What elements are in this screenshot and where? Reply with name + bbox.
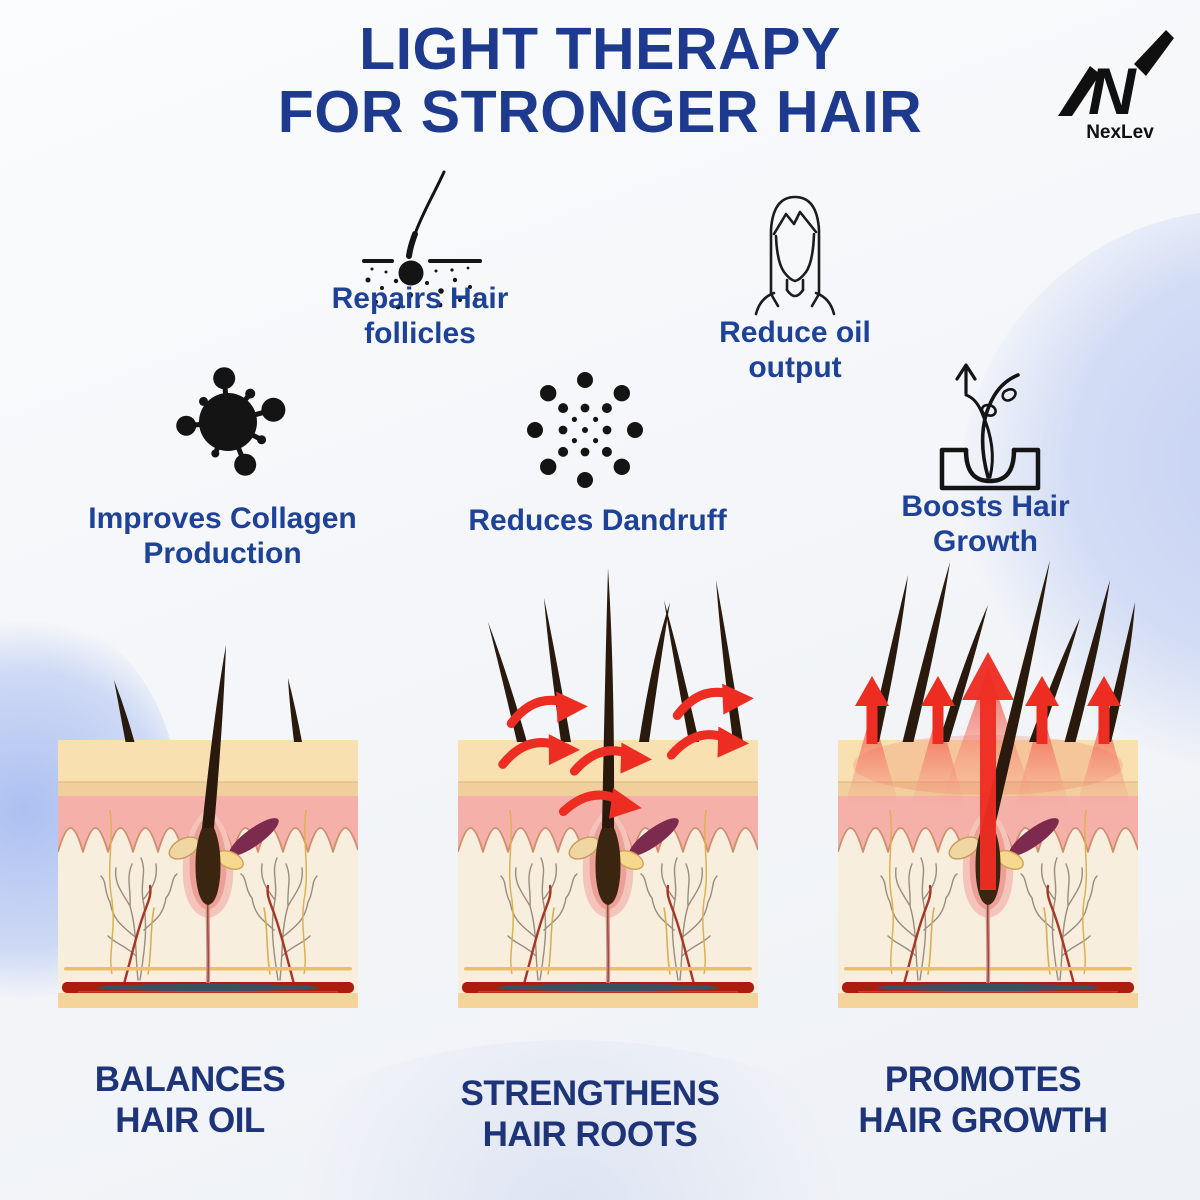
page-title: LIGHT THERAPY FOR STRONGER HAIR: [0, 18, 1200, 143]
hair-growth-box-icon: [928, 360, 1052, 498]
skin-panel-strengthens-roots: [458, 560, 758, 1015]
benefit-collagen-line1: Improves Collagen: [88, 502, 357, 535]
benefit-repairs-line2: follicles: [364, 316, 476, 350]
svg-text:N: N: [1088, 54, 1137, 128]
benefit-collagen-line2: Production: [143, 536, 302, 570]
skin-cross-section-strong-roots: [458, 568, 758, 1008]
stage-balances-line1: BALANCES: [94, 1060, 286, 1099]
benefit-label-dandruff: Reduces Dandruff: [425, 504, 770, 539]
benefit-reduce-oil-line1: Reduce oil: [719, 316, 871, 349]
stage-balances-line2: HAIR OIL: [115, 1100, 265, 1140]
page-title-line2: FOR STRONGER HAIR: [277, 78, 923, 145]
benefit-label-reduce-oil: Reduce oil output: [675, 316, 915, 386]
skin-panel-promotes-growth: [838, 560, 1138, 1015]
stage-label-balances: BALANCES HAIR OIL: [35, 1060, 345, 1141]
benefit-boost-line1: Boosts Hair: [901, 490, 1070, 523]
benefit-reduce-oil-line2: output: [748, 350, 842, 384]
stage-label-strengthens: STRENGTHENS HAIR ROOTS: [430, 1074, 750, 1155]
page-title-line1: LIGHT THERAPY: [359, 16, 841, 82]
dandruff-flakes-icon: [513, 358, 659, 504]
benefit-label-collagen: Improves Collagen Production: [55, 502, 390, 572]
benefit-label-repairs: Repairs Hair follicles: [295, 282, 545, 352]
skin-cross-section-balanced-oil: [58, 645, 358, 1008]
skin-panel-balances-oil: [58, 560, 358, 1015]
hair-follicle-icon: [352, 168, 490, 316]
woman-face-icon: [748, 188, 842, 316]
stage-strengthens-line1: STRENGTHENS: [460, 1074, 720, 1113]
brand-name: NexLev: [1086, 122, 1154, 142]
collagen-molecule-icon: [150, 350, 310, 502]
stage-promotes-line1: PROMOTES: [884, 1060, 1082, 1099]
skin-cross-section-hair-growth: [838, 560, 1138, 1008]
benefit-repairs-line1: Repairs Hair: [331, 282, 509, 315]
benefit-boost-line2: Growth: [933, 524, 1038, 558]
stage-label-promotes: PROMOTES HAIR GROWTH: [818, 1060, 1148, 1141]
stage-strengthens-line2: HAIR ROOTS: [482, 1114, 698, 1154]
nexlev-n-logo-icon: N NexLev: [1058, 30, 1174, 142]
follicle-specks: [365, 266, 478, 310]
stage-promotes-line2: HAIR GROWTH: [858, 1100, 1108, 1140]
benefit-dandruff-line1: Reduces Dandruff: [468, 504, 727, 537]
benefit-label-boost: Boosts Hair Growth: [868, 490, 1103, 560]
brand-logo: N NexLev: [1050, 30, 1180, 142]
